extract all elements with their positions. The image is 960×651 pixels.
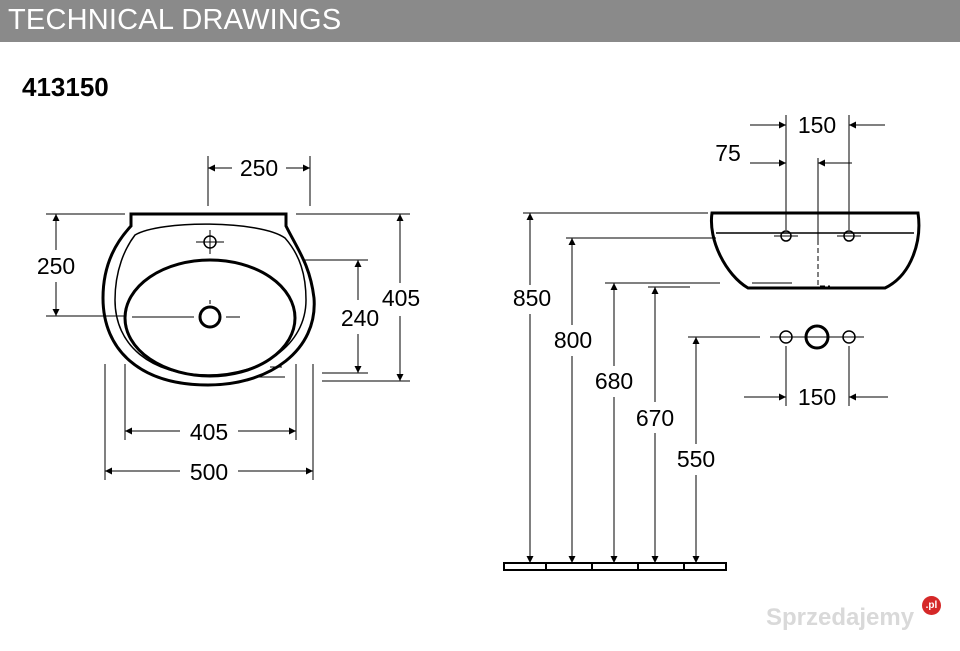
dim-outlet-spacing: 150 xyxy=(798,112,836,138)
dim-height-bottom: 800 xyxy=(554,327,592,353)
basin-profile xyxy=(709,211,921,290)
side-view xyxy=(503,115,921,571)
dim-height-550: 550 xyxy=(677,446,715,472)
basin-outline xyxy=(101,212,316,387)
dim-depth-to-tap: 250 xyxy=(37,253,75,279)
header-bar: TECHNICAL DRAWINGS xyxy=(0,0,960,42)
dim-bowl-depth: 240 xyxy=(341,305,379,331)
dim-height-680: 680 xyxy=(595,368,633,394)
header-title: TECHNICAL DRAWINGS xyxy=(8,4,342,36)
top-view xyxy=(46,156,410,480)
drain-hole xyxy=(198,305,222,329)
watermark-badge: .pl xyxy=(922,596,941,615)
side-view-labels: 150 75 850 800 680 670 550 150 xyxy=(513,112,836,472)
floor-line xyxy=(503,562,727,571)
dim-tap-offset: 250 xyxy=(240,155,278,181)
top-view-labels: 250 250 240 405 405 500 xyxy=(37,155,420,485)
dim-overall-width: 500 xyxy=(190,459,228,485)
dim-height-670: 670 xyxy=(636,405,674,431)
watermark-text: Sprzedajemy xyxy=(766,604,915,631)
dim-connection-spacing: 150 xyxy=(798,384,836,410)
model-number: 413150 xyxy=(22,72,109,102)
bowl-outline xyxy=(123,258,297,378)
dim-height-rim: 850 xyxy=(513,285,551,311)
dim-overall-depth: 405 xyxy=(382,285,420,311)
dim-bowl-width: 405 xyxy=(190,419,228,445)
dim-outlet-offset: 75 xyxy=(715,140,741,166)
